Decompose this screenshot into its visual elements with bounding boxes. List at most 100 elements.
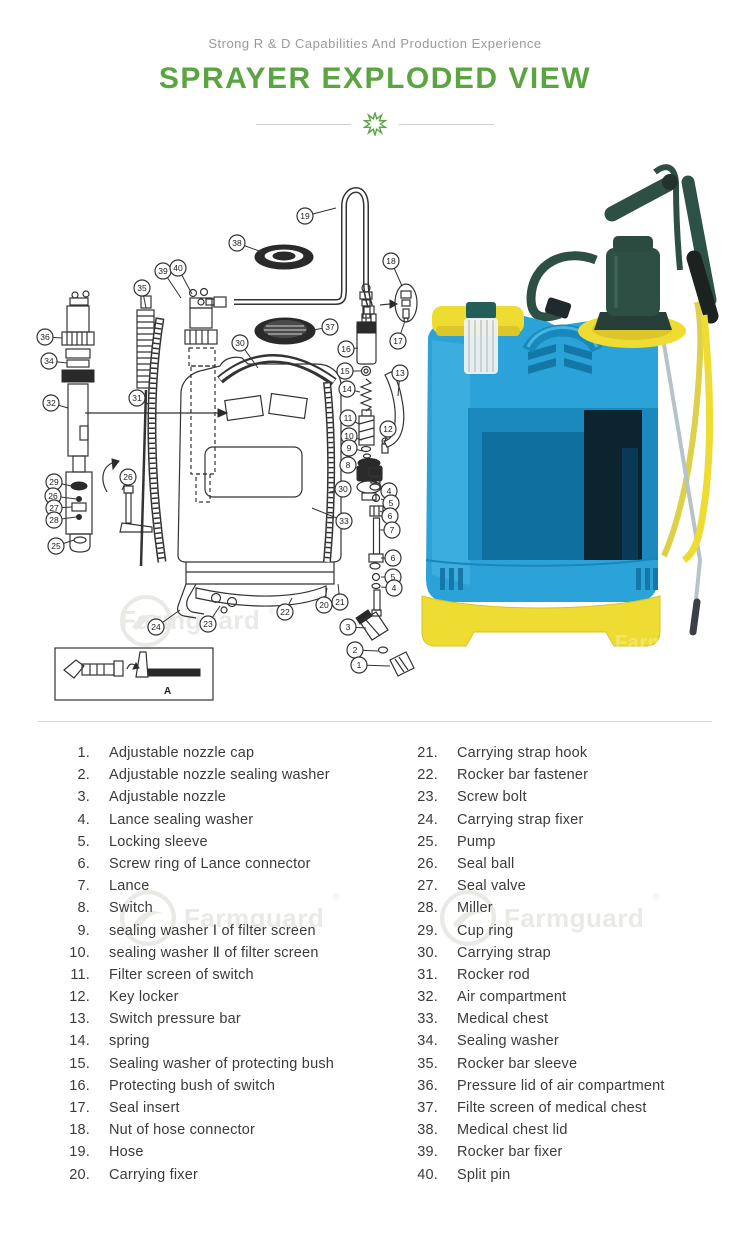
callout-22: 22 xyxy=(276,597,294,621)
item-label: Medical chest xyxy=(457,1011,549,1028)
item-label: Filter screen of switch xyxy=(109,966,254,983)
pump-flare xyxy=(594,312,672,330)
svg-text:39: 39 xyxy=(158,266,168,276)
item-label: Air compartment xyxy=(457,989,567,1006)
list-item: 4.Lance sealing washer xyxy=(58,809,388,831)
callout-27: 27 xyxy=(45,499,73,517)
tank-recess-inner xyxy=(482,432,600,560)
rocker-grip xyxy=(686,250,719,324)
tank-vents xyxy=(440,568,658,590)
item-label: Lance xyxy=(109,878,150,895)
item-number: 33. xyxy=(417,1011,438,1028)
callout-17: 17 xyxy=(389,320,407,350)
lance-drawing xyxy=(368,467,384,617)
svg-text:34: 34 xyxy=(44,356,54,366)
item-label: Protecting bush of switch xyxy=(109,1077,276,1094)
callout-19: 19 xyxy=(296,207,337,225)
svg-text:13: 13 xyxy=(395,368,405,378)
item-label: Rocker bar fastener xyxy=(457,767,589,784)
tank-pump-drawing xyxy=(184,287,218,503)
item-label: Rocker bar sleeve xyxy=(457,1055,578,1072)
svg-text:6: 6 xyxy=(391,553,396,563)
list-item: 27.Seal valve xyxy=(406,875,736,897)
item-number: 16. xyxy=(69,1077,90,1094)
item-label: Screw bolt xyxy=(457,789,527,806)
tank-step-line xyxy=(425,557,659,567)
svg-text:28: 28 xyxy=(49,515,59,525)
item-label: Rocker bar fixer xyxy=(457,1144,563,1161)
item-label: Pump xyxy=(457,833,496,850)
callout-21: 21 xyxy=(331,583,349,611)
hose-and-lids-drawing xyxy=(197,186,418,345)
tank-handle xyxy=(522,324,603,354)
item-number: 4. xyxy=(77,811,90,828)
item-number: 39. xyxy=(417,1144,438,1161)
list-item: 6.Screw ring of Lance connector xyxy=(58,853,388,875)
item-number: 29. xyxy=(417,922,438,939)
callout-24: 24 xyxy=(147,609,181,636)
item-number: 12. xyxy=(69,989,90,1006)
item-number: 19. xyxy=(69,1144,90,1161)
callout-35: 35 xyxy=(133,279,151,309)
item-number: 22. xyxy=(417,767,438,784)
item-number: 26. xyxy=(417,855,438,872)
list-item: 7.Lance xyxy=(58,875,388,897)
svg-text:14: 14 xyxy=(342,384,352,394)
item-number: 28. xyxy=(417,900,438,917)
list-item: 34.Sealing washer xyxy=(406,1030,736,1052)
callout-32: 32 xyxy=(42,394,69,412)
yellow-hose xyxy=(661,301,704,558)
item-label: Carrying fixer xyxy=(109,1166,199,1183)
bottle-cap xyxy=(466,302,496,319)
list-item: 17.Seal insert xyxy=(58,1097,388,1119)
list-item: 33. Medical chest xyxy=(406,1008,736,1030)
pump-cylinder xyxy=(606,248,660,316)
svg-text:20: 20 xyxy=(319,600,329,610)
svg-text:15: 15 xyxy=(340,366,350,376)
callout-15: 15 xyxy=(336,362,362,380)
svg-text:26: 26 xyxy=(48,491,58,501)
item-label: Adjustable nozzle cap xyxy=(109,745,255,761)
item-label: Medical chest lid xyxy=(457,1122,568,1139)
list-item: 16. Protecting bush of switch xyxy=(58,1075,388,1097)
item-number: 35. xyxy=(417,1055,438,1072)
section-divider xyxy=(38,721,712,722)
list-item: 13.Switch pressure bar xyxy=(58,1008,388,1030)
item-number: 31. xyxy=(417,966,438,983)
svg-text:4: 4 xyxy=(387,486,392,496)
hose-elbow xyxy=(544,297,572,319)
item-number: 5. xyxy=(77,833,90,850)
k-vents xyxy=(528,344,592,374)
svg-text:40: 40 xyxy=(173,263,183,273)
item-number: 18. xyxy=(69,1122,90,1139)
callout-3: 3 xyxy=(339,618,367,636)
svg-text:23: 23 xyxy=(203,619,213,629)
list-item: 12.Key locker xyxy=(58,986,388,1008)
item-number: 9. xyxy=(77,922,90,939)
callout-9: 9 xyxy=(340,439,364,457)
svg-text:1: 1 xyxy=(357,660,362,670)
callout-16: 16 xyxy=(337,340,359,358)
svg-text:22: 22 xyxy=(280,607,290,617)
svg-text:27: 27 xyxy=(49,503,59,513)
item-label: Seal valve xyxy=(457,878,526,895)
header-divider xyxy=(0,111,750,137)
exploded-diagram: A 19383940351817371615141311121098303634… xyxy=(36,186,418,701)
item-label: sealing washer Ⅰ of filter screen xyxy=(109,922,316,939)
divider-line-left xyxy=(256,123,351,125)
callout-25: 25 xyxy=(47,537,75,555)
list-item: 19.Hose xyxy=(58,1141,388,1163)
callout-11: 11 xyxy=(339,409,360,427)
callout-26: 26 xyxy=(119,468,137,491)
item-number: 3. xyxy=(77,789,90,806)
item-number: 23. xyxy=(417,789,438,806)
item-number: 36. xyxy=(417,1077,438,1094)
svg-text:35: 35 xyxy=(137,283,147,293)
svg-text:6: 6 xyxy=(388,511,393,521)
callout-39: 39 xyxy=(154,262,182,299)
item-number: 2. xyxy=(77,767,90,784)
svg-text:18: 18 xyxy=(386,256,396,266)
item-label: Nut of hose connector xyxy=(109,1122,256,1139)
